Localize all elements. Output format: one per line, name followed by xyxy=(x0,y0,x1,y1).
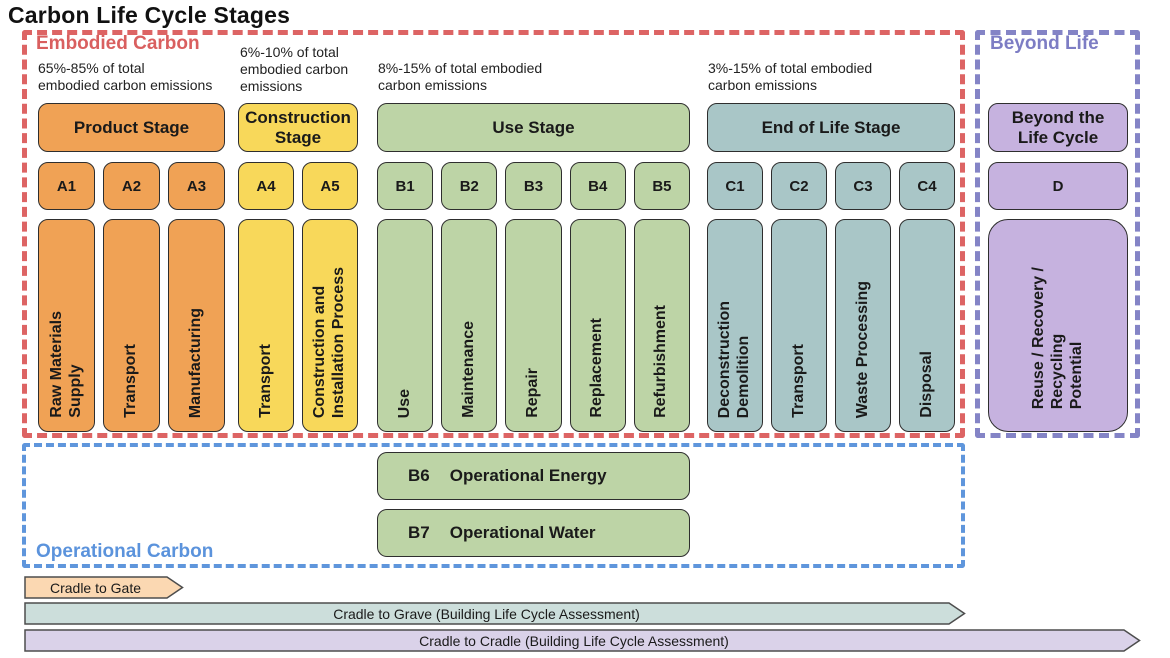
embodied-carbon-zone-outline xyxy=(22,30,965,438)
end-of-life-stage-header: End of Life Stage xyxy=(707,103,955,152)
module-name: Use xyxy=(395,388,413,418)
operational-energy-code: B6 xyxy=(408,466,430,485)
module-name: Reuse / Recovery / Recycling Potential xyxy=(1029,266,1085,409)
module-name: Construction and Installation Process xyxy=(311,266,347,418)
cradle-to-gate-arrow: Cradle to Gate xyxy=(24,576,184,599)
module-name: Deconstruction Demolition xyxy=(716,300,752,418)
module-code-c2: C2 xyxy=(771,162,827,210)
module-replacement: Replacement xyxy=(569,219,626,432)
product-stage-header: Product Stage xyxy=(38,103,225,152)
beyond-life-cycle-header: Beyond the Life Cycle xyxy=(988,103,1128,152)
operational-water-label: Operational Water xyxy=(449,523,596,542)
module-use: Use xyxy=(377,219,434,432)
module-code-a2: A2 xyxy=(103,162,160,210)
module-code-d: D xyxy=(988,162,1128,210)
module-name: Repair xyxy=(524,368,542,418)
module-name: Refurbishment xyxy=(652,305,670,418)
module-name: Maintenance xyxy=(459,321,477,418)
module-reuse-recovery-recycling: Reuse / Recovery / Recycling Potential xyxy=(988,219,1128,432)
cradle-to-cradle-arrow: Cradle to Cradle (Building Life Cycle As… xyxy=(24,629,1141,652)
module-code-b4: B4 xyxy=(569,162,626,210)
module-code-a1: A1 xyxy=(38,162,95,210)
product-module-row: Raw Materials Supply Transport Manufactu… xyxy=(38,219,225,432)
module-name: Transport xyxy=(256,344,274,418)
module-code-b2: B2 xyxy=(441,162,498,210)
construction-stage-header: Construction Stage xyxy=(238,103,358,152)
construction-module-row: Transport Construction and Installation … xyxy=(238,219,358,432)
module-code-a5: A5 xyxy=(302,162,358,210)
beyond-module-row: Reuse / Recovery / Recycling Potential xyxy=(988,219,1128,432)
beyond-code-row: D xyxy=(988,162,1128,210)
construction-code-row: A4 A5 xyxy=(238,162,358,210)
cradle-to-cradle-label: Cradle to Cradle (Building Life Cycle As… xyxy=(419,632,729,649)
module-code-c4: C4 xyxy=(899,162,955,210)
end-of-life-code-row: C1 C2 C3 C4 xyxy=(707,162,955,210)
module-code-a4: A4 xyxy=(238,162,294,210)
use-stage-header: Use Stage xyxy=(377,103,690,152)
module-disposal: Disposal xyxy=(899,219,955,432)
product-stage-note: 65%-85% of total embodied carbon emissio… xyxy=(38,60,213,93)
cradle-to-grave-label: Cradle to Grave (Building Life Cycle Ass… xyxy=(333,605,640,622)
use-module-row: Use Maintenance Repair Replacement Refur… xyxy=(377,219,691,432)
module-name: Transport xyxy=(789,344,807,418)
construction-stage-note: 6%-10% of total embodied carbon emission… xyxy=(240,44,349,94)
module-code-c3: C3 xyxy=(835,162,891,210)
module-name: Raw Materials Supply xyxy=(47,311,84,418)
beyond-life-zone-outline xyxy=(975,30,1140,438)
use-stage-note: 8%-15% of total embodied carbon emission… xyxy=(378,60,543,93)
end-of-life-module-row: Deconstruction Demolition Transport Wast… xyxy=(707,219,955,432)
module-name: Replacement xyxy=(588,318,606,418)
operational-water-code: B7 xyxy=(408,523,430,542)
module-transport-a2: Transport xyxy=(103,219,160,432)
module-name: Transport xyxy=(122,344,140,418)
module-code-b3: B3 xyxy=(505,162,562,210)
module-waste-processing: Waste Processing xyxy=(835,219,891,432)
page-title: Carbon Life Cycle Stages xyxy=(8,2,291,28)
operational-carbon-label: Operational Carbon xyxy=(36,541,214,562)
cradle-to-grave-arrow-shape xyxy=(24,602,966,625)
cradle-to-cradle-arrow-shape xyxy=(24,629,1141,652)
operational-energy-box: B6 Operational Energy xyxy=(377,452,690,500)
cradle-to-gate-label: Cradle to Gate xyxy=(49,579,142,596)
module-manufacturing: Manufacturing xyxy=(168,219,225,432)
beyond-life-label: Beyond Life xyxy=(990,33,1099,54)
module-name: Disposal xyxy=(917,351,935,418)
use-code-row: B1 B2 B3 B4 B5 xyxy=(377,162,691,210)
cradle-to-grave-arrow: Cradle to Grave (Building Life Cycle Ass… xyxy=(24,602,966,625)
module-maintenance: Maintenance xyxy=(441,219,498,432)
module-refurbishment: Refurbishment xyxy=(633,219,691,432)
module-code-a3: A3 xyxy=(168,162,225,210)
module-construction-installation: Construction and Installation Process xyxy=(302,219,358,432)
module-deconstruction-demolition: Deconstruction Demolition xyxy=(707,219,763,432)
end-of-life-stage-note: 3%-15% of total embodied carbon emission… xyxy=(708,60,873,93)
module-code-b5: B5 xyxy=(633,162,691,210)
operational-energy-label: Operational Energy xyxy=(449,466,607,485)
module-code-c1: C1 xyxy=(707,162,763,210)
module-transport-c2: Transport xyxy=(771,219,827,432)
module-repair: Repair xyxy=(505,219,562,432)
cradle-to-gate-arrow-shape xyxy=(24,576,184,599)
embodied-carbon-label: Embodied Carbon xyxy=(36,33,200,54)
module-transport-a4: Transport xyxy=(238,219,294,432)
operational-water-box: B7 Operational Water xyxy=(377,509,690,557)
product-code-row: A1 A2 A3 xyxy=(38,162,225,210)
operational-carbon-zone-outline xyxy=(22,443,965,568)
module-raw-materials-supply: Raw Materials Supply xyxy=(38,219,95,432)
module-code-b1: B1 xyxy=(377,162,434,210)
module-name: Manufacturing xyxy=(187,307,205,418)
module-name: Waste Processing xyxy=(853,280,871,418)
